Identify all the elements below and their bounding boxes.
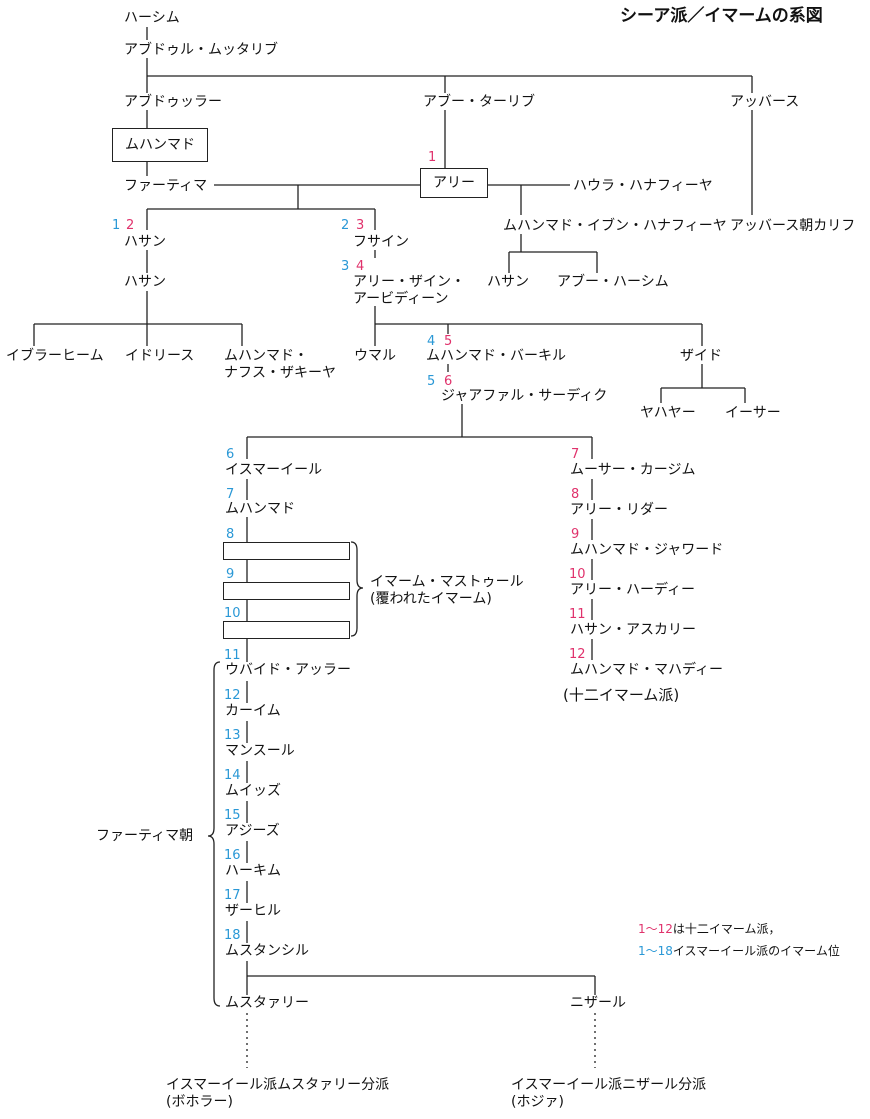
imam-number-askari-red: 11 — [569, 607, 586, 622]
person-idris: イドリース — [125, 348, 195, 364]
imam-number-qaim-blue: 12 — [224, 688, 241, 703]
person-mustansir: ムスタンシル — [225, 943, 309, 959]
person-zayd: ザイド — [680, 348, 722, 364]
hidden-imam-label-line1: イマーム・マストゥール — [370, 574, 524, 590]
person-nafs-zakiya-line1: ムハンマド・ — [224, 348, 308, 364]
person-ismail: イスマーイール — [225, 462, 323, 478]
imam-number-hadi-red: 10 — [569, 567, 586, 582]
legend-line-red: 1～12は十二イマーム派， — [638, 921, 781, 937]
imam-number-mahdi-red: 12 — [569, 647, 586, 662]
person-jawad: ムハンマド・ジャワード — [570, 542, 724, 558]
imam-number-hasan-red: 2 — [126, 218, 135, 233]
imam-number-hakim-blue: 16 — [224, 848, 241, 863]
person-abu-talib: アブー・ターリブ — [423, 94, 535, 110]
legend-line-blue: 1～18イスマーイール派のイマーム位 — [638, 943, 840, 959]
person-yahya: ヤハヤー — [640, 405, 696, 421]
person-mahdi: ムハンマド・マハディー — [570, 662, 724, 678]
imam-number-muizz-blue: 14 — [224, 768, 241, 783]
legend-red-range: 1～12 — [638, 922, 673, 936]
fatimid-dynasty-label: ファーティマ朝 — [96, 828, 194, 844]
imam-number-musa-red: 7 — [571, 447, 580, 462]
imam-number-hasan-blue: 1 — [112, 218, 121, 233]
person-nafs-zakiya-line2: ナフス・ザキーヤ — [224, 365, 336, 381]
mustali-branch-line2: (ボホラー) — [166, 1094, 233, 1110]
imam-number-baqir-blue: 4 — [427, 334, 436, 349]
imam-number-mustansir-blue: 18 — [224, 928, 241, 943]
imam-number-sadiq-red: 6 — [444, 374, 453, 389]
person-qaim: カーイム — [225, 703, 281, 719]
nizari-branch-line1: イスマーイール派ニザール分派 — [511, 1077, 707, 1093]
person-umar: ウマル — [354, 348, 396, 364]
person-hasan: ハサン — [124, 234, 166, 250]
legend-blue-text: イスマーイール派のイマーム位 — [672, 944, 840, 958]
person-nizar: ニザール — [570, 995, 626, 1011]
person-baqir: ムハンマド・バーキル — [426, 348, 566, 364]
imam-number-mansur-blue: 13 — [224, 728, 241, 743]
person-musa-kazim: ムーサー・カージム — [570, 462, 696, 478]
imam-number-jawad-red: 9 — [571, 527, 580, 542]
person-hasan-2: ハサン — [124, 274, 166, 290]
imam-number-husayn-red: 3 — [356, 218, 365, 233]
twelver-label: (十二イマーム派) — [563, 686, 680, 704]
person-hasan-3: ハサン — [487, 274, 529, 290]
imam-number-sadiq-blue: 5 — [427, 374, 436, 389]
person-mansur: マンスール — [225, 743, 295, 759]
person-abdullah: アブドゥッラー — [124, 94, 222, 110]
person-abu-hashim: アブー・ハーシム — [557, 274, 669, 290]
imam-number-muhammad-blue: 7 — [226, 487, 235, 502]
person-fatima: ファーティマ — [124, 178, 208, 194]
person-ibrahim: イブラーヒーム — [6, 348, 104, 364]
imam-number-zayn-red: 4 — [356, 259, 365, 274]
person-khawla: ハウラ・ハナフィーヤ — [573, 178, 713, 194]
person-ali-box: アリー — [420, 168, 488, 198]
hidden-imam-box-10 — [223, 621, 350, 639]
nizari-branch-line2: (ホジァ) — [511, 1094, 564, 1110]
legend-red-text: は十二イマーム派， — [672, 922, 781, 936]
person-aziz: アジーズ — [225, 823, 280, 839]
person-husayn: フサイン — [353, 234, 409, 250]
person-ali-zayn-line1: アリー・ザイン・ — [353, 274, 465, 290]
person-abbas: アッバース — [730, 94, 800, 110]
imam-number-zahir-blue: 17 — [224, 888, 241, 903]
person-ali-hadi: アリー・ハーディー — [570, 582, 696, 598]
legend-blue-range: 1～18 — [638, 944, 673, 958]
imam-number-rida-red: 8 — [571, 487, 580, 502]
person-ali-zayn-line2: アービディーン — [353, 291, 449, 307]
person-hasan-askari: ハサン・アスカリー — [570, 622, 696, 638]
imam-number-hidden-9: 9 — [226, 567, 235, 582]
person-ibn-hanafiya: ムハンマド・イブン・ハナフィーヤ — [503, 218, 727, 234]
person-ali-rida: アリー・リダー — [570, 502, 668, 518]
person-isa: イーサー — [725, 405, 781, 421]
imam-number-aziz-blue: 15 — [224, 808, 241, 823]
imam-number-ismail-blue: 6 — [226, 447, 235, 462]
hidden-imam-box-9 — [223, 582, 350, 600]
person-abd-muttalib: アブドゥル・ムッタリブ — [124, 42, 278, 58]
imam-number-ubaydallah-blue: 11 — [224, 648, 241, 663]
person-ubaydallah: ウバイド・アッラー — [225, 662, 351, 678]
person-zahir: ザーヒル — [225, 903, 281, 919]
person-muhammad-ibn-ismail: ムハンマド — [225, 501, 295, 517]
imam-number-husayn-blue: 2 — [341, 218, 350, 233]
person-muhammad-box: ムハンマド — [112, 128, 208, 162]
hidden-imam-box-8 — [223, 542, 350, 560]
person-abbasid-caliph: アッバース朝カリフ — [730, 218, 856, 234]
person-hashim: ハーシム — [124, 10, 180, 26]
person-sadiq: ジャアファル・サーディク — [441, 388, 608, 404]
diagram-title: シーア派／イマームの系図 — [620, 6, 823, 26]
person-mustali: ムスタァリー — [225, 995, 309, 1011]
mustali-branch-line1: イスマーイール派ムスタァリー分派 — [166, 1077, 390, 1093]
imam-number-baqir-red: 5 — [444, 334, 453, 349]
imam-number-hidden-10: 10 — [224, 606, 241, 621]
imam-number-hidden-8: 8 — [226, 527, 235, 542]
hidden-imam-label-line2: (覆われたイマーム) — [370, 591, 492, 607]
person-muizz: ムイッズ — [225, 783, 281, 799]
imam-number-zayn-blue: 3 — [341, 259, 350, 274]
person-hakim: ハーキム — [225, 863, 281, 879]
imam-number-ali-red: 1 — [428, 150, 437, 165]
